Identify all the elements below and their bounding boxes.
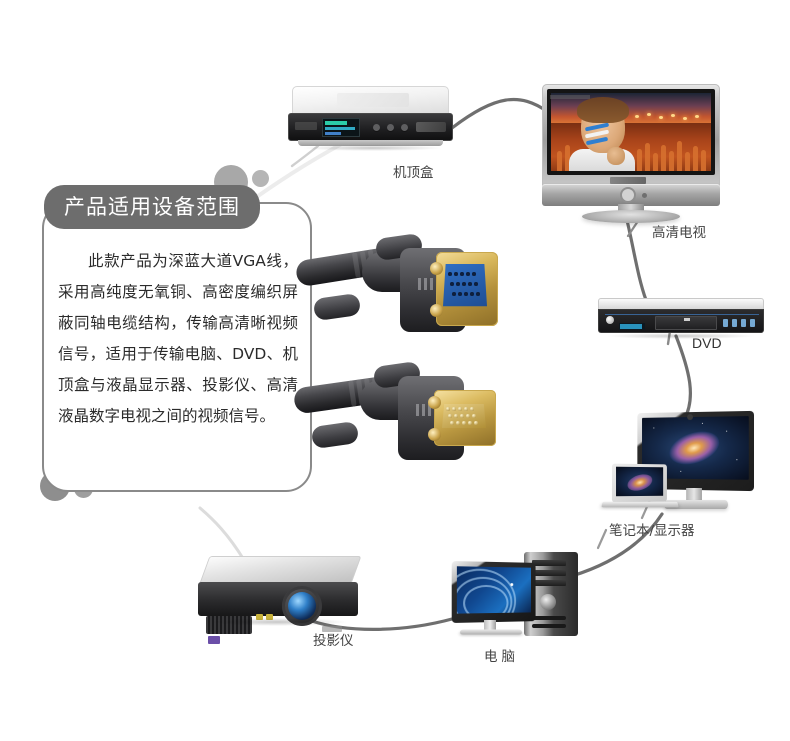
dvd-player-button <box>732 319 737 327</box>
projector-port <box>256 614 263 620</box>
set-top-box-badge <box>416 122 446 132</box>
monitor-wallpaper-galaxy <box>665 425 724 471</box>
hdtv-screen <box>551 93 711 171</box>
projector-badge <box>208 636 220 644</box>
projector-shadow <box>208 618 348 626</box>
pc-vent <box>532 616 566 620</box>
pc-monitor-neck <box>484 620 496 630</box>
label-computer: 电脑 <box>484 649 519 665</box>
set-top-box-lid <box>292 86 449 116</box>
set-top-box-button <box>401 124 408 131</box>
set-top-box-button <box>387 124 394 131</box>
hdtv-stand-neck <box>618 204 644 213</box>
vga-blue-insert <box>443 264 487 307</box>
laptop-lid <box>611 463 667 503</box>
hdtv-stand-base <box>582 210 680 223</box>
device-desktop-computer <box>451 552 584 642</box>
dvd-player-button <box>723 319 728 327</box>
projector-lens-ring <box>282 586 322 626</box>
pc-drive-bay <box>532 580 566 586</box>
set-top-box-base <box>298 140 443 146</box>
label-projector: 投影仪 <box>313 633 354 649</box>
dvd-player-display <box>619 323 645 330</box>
vga-thumbscrew-grip-bottom <box>310 420 360 450</box>
dvd-player-button <box>750 319 755 327</box>
pc-monitor-screen <box>456 566 532 614</box>
pc-monitor-frame <box>451 561 536 623</box>
vga-thumbscrew-grip-bottom <box>312 292 362 322</box>
projector-vent <box>206 616 252 634</box>
panel-body-text: 此款产品为深蓝大道VGA线，采用高纯度无氧铜、高密度编织屏蔽同轴电缆结构，传输高… <box>58 252 298 425</box>
projector-body <box>198 582 358 644</box>
decorative-circle-small <box>252 170 269 187</box>
product-vga-cable <box>292 232 520 518</box>
device-set-top-box <box>288 86 453 151</box>
dvd-player-shadow <box>606 333 756 339</box>
set-top-box-shadow <box>302 145 442 151</box>
pc-drive-bay <box>532 560 566 566</box>
panel-title-tab: 产品适用设备范围 <box>44 185 260 229</box>
device-monitor-and-laptop <box>598 410 755 517</box>
dvd-player-front-panel <box>598 309 764 333</box>
device-projector <box>198 556 363 644</box>
hdtv-image-person-hand <box>607 147 625 165</box>
vga-screw-hole <box>428 396 441 409</box>
label-set-top-box: 机顶盒 <box>393 165 434 181</box>
info-panel <box>42 202 312 492</box>
vga-screw-hole <box>430 304 443 317</box>
hdtv-indicator-led <box>642 193 647 198</box>
device-dvd-player <box>598 298 764 339</box>
device-hdtv <box>542 84 720 223</box>
set-top-box-display <box>322 118 360 137</box>
dvd-player-accent-line <box>605 314 759 315</box>
projector-logo <box>322 626 342 632</box>
pc-drive-bay <box>532 570 566 576</box>
set-top-box-logo <box>337 93 409 107</box>
pc-power-button <box>540 594 556 610</box>
label-monitor-laptop: 笔记本/显示器 <box>609 523 695 539</box>
vga-screw-hole <box>430 262 443 275</box>
dvd-player-button <box>741 319 746 327</box>
hdtv-power-ring <box>620 187 636 203</box>
dvd-player-power-button <box>606 316 614 324</box>
vga-male-connector <box>292 360 500 480</box>
set-top-box-button <box>373 124 380 131</box>
projector-port <box>266 614 273 620</box>
hdtv-image-person-hair <box>577 97 629 123</box>
vga-dsub-housing-female <box>430 252 498 326</box>
label-dvd: DVD <box>692 335 722 351</box>
label-hdtv: 高清电视 <box>652 225 706 241</box>
hdtv-brand-logo <box>610 177 646 184</box>
vga-dsub-housing-male <box>428 390 496 446</box>
hdtv-top-strip <box>550 95 590 99</box>
vga-screw-hole <box>428 428 441 441</box>
hdtv-cabinet <box>542 84 720 196</box>
monitor-stand-base <box>664 500 728 509</box>
laptop-wallpaper-galaxy <box>625 470 655 494</box>
vga-female-connector <box>294 232 500 350</box>
projector-lens <box>288 592 316 620</box>
hdtv-speaker-bar <box>542 184 720 206</box>
pc-vent <box>532 624 566 628</box>
pc-monitor-base <box>459 629 523 635</box>
vga-pin-blade <box>442 404 486 428</box>
set-top-box-front-panel <box>288 113 453 141</box>
dvd-player-disc-tray <box>655 316 717 330</box>
set-top-box-brand <box>295 122 317 130</box>
hdtv-bezel <box>547 89 715 175</box>
laptop-screen <box>616 466 664 497</box>
laptop-keyboard-base <box>601 501 679 508</box>
